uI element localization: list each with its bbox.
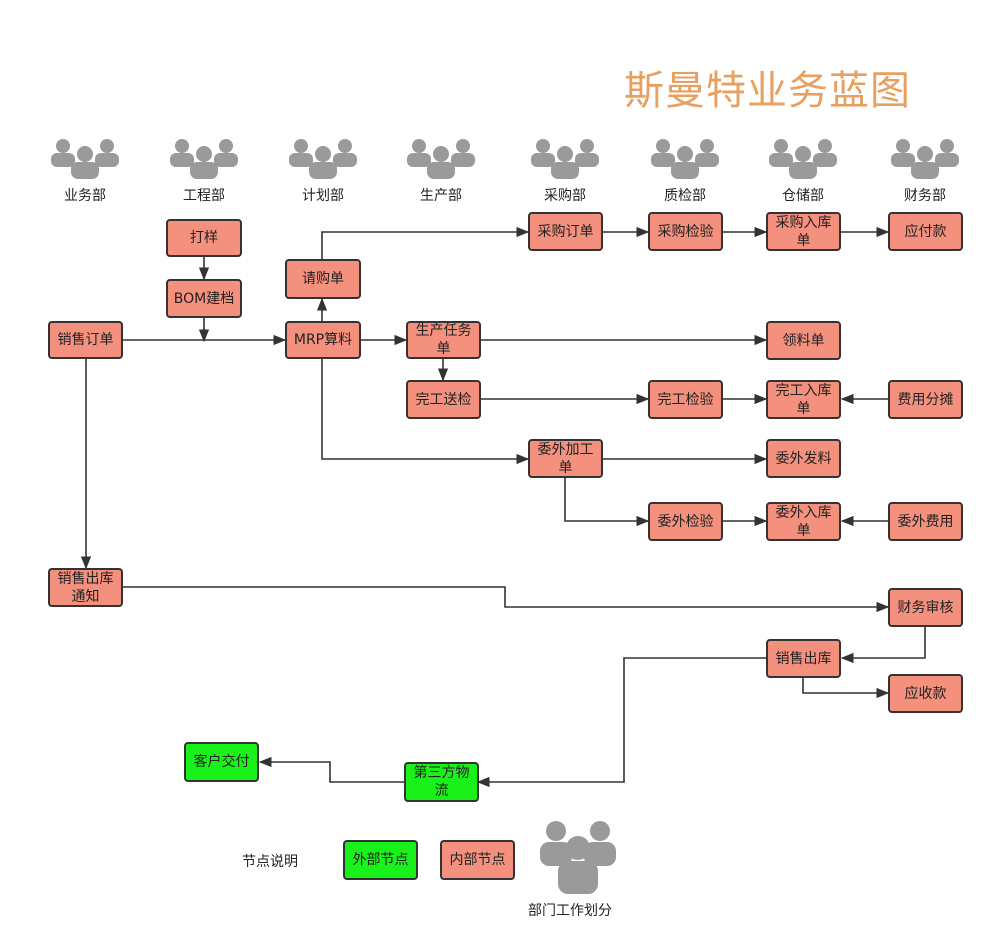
- node-kehu-jiaofu: 客户交付: [184, 742, 259, 782]
- edge-wuliu-kehu: [258, 756, 404, 783]
- dept-business: 业务部: [40, 137, 130, 205]
- dept-production: 生产部: [396, 137, 486, 205]
- node-shengchan-renwu: 生产任务单: [406, 321, 481, 359]
- legend-dept-division: [536, 818, 620, 898]
- dept-label: 财务部: [904, 188, 946, 204]
- node-feiyong-fentan: 费用分摊: [888, 380, 963, 419]
- people-group-icon: [289, 139, 357, 179]
- node-weiwai-feiyong: 委外费用: [888, 502, 963, 541]
- node-yingfu: 应付款: [888, 212, 963, 251]
- edge-mrp-weiwai: [321, 359, 530, 465]
- dept-planning: 计划部: [278, 137, 368, 205]
- people-group-icon: [769, 139, 837, 179]
- node-bom: BOM建档: [166, 279, 242, 318]
- people-group-icon: [540, 821, 616, 894]
- node-caigou-jianyan: 采购检验: [648, 212, 723, 251]
- people-group-icon: [891, 139, 959, 179]
- node-caigou-ruku: 采购入库单: [766, 212, 841, 251]
- dept-label: 质检部: [664, 188, 706, 204]
- node-lingliao: 领料单: [766, 321, 841, 360]
- node-weiwai-faliao: 委外发料: [766, 439, 841, 478]
- node-xiaoshou-dingdan: 销售订单: [48, 321, 123, 359]
- edge-tongzhi-shenhe: [122, 586, 890, 613]
- people-group-icon: [651, 139, 719, 179]
- legend-external-node: 外部节点: [343, 840, 418, 880]
- node-caigou-dingdan: 采购订单: [528, 212, 603, 251]
- dept-engineering: 工程部: [159, 137, 249, 205]
- people-group-icon: [170, 139, 238, 179]
- node-mrp: MRP算料: [285, 321, 361, 359]
- node-dayang: 打样: [166, 219, 242, 257]
- edge-weiwai-jianyan: [564, 478, 650, 527]
- dept-label: 采购部: [544, 188, 586, 204]
- edge-chuku-yingshou: [802, 677, 890, 699]
- people-group-icon: [51, 139, 119, 179]
- legend-internal-node: 内部节点: [440, 840, 515, 880]
- node-qinggou: 请购单: [285, 259, 361, 299]
- dept-label: 仓储部: [782, 188, 824, 204]
- edge-shenhe-chuku: [840, 627, 926, 664]
- dept-label: 生产部: [420, 188, 462, 204]
- dept-quality: 质检部: [640, 137, 730, 205]
- node-xiaoshou-chuku-tongzhi: 销售出库通知: [48, 568, 123, 607]
- edge-chuku-wuliu: [476, 657, 766, 788]
- node-weiwai-jiagong: 委外加工单: [528, 439, 603, 478]
- legend-dept-division-label: 部门工作划分: [528, 903, 612, 919]
- node-weiwai-ruku: 委外入库单: [766, 502, 841, 541]
- node-wangong-jianyan: 完工检验: [648, 380, 723, 419]
- node-wangong-songjian: 完工送检: [406, 380, 481, 419]
- dept-warehouse: 仓储部: [758, 137, 848, 205]
- dept-label: 工程部: [183, 188, 225, 204]
- node-disanfang-wuliu: 第三方物流: [404, 762, 479, 802]
- legend-caption: 节点说明: [242, 854, 298, 870]
- dept-finance: 财务部: [880, 137, 970, 205]
- people-group-icon: [407, 139, 475, 179]
- node-yingshou: 应收款: [888, 674, 963, 713]
- page-title: 斯曼特业务蓝图: [624, 68, 911, 114]
- node-wangong-ruku: 完工入库单: [766, 380, 841, 419]
- edge-qinggou-caigou: [321, 226, 530, 259]
- node-caiwu-shenhe: 财务审核: [888, 588, 963, 627]
- node-weiwai-jianyan: 委外检验: [648, 502, 723, 541]
- dept-label: 计划部: [302, 188, 344, 204]
- dept-purchasing: 采购部: [520, 137, 610, 205]
- people-group-icon: [531, 139, 599, 179]
- dept-label: 业务部: [64, 188, 106, 204]
- node-xiaoshou-chuku: 销售出库: [766, 639, 841, 678]
